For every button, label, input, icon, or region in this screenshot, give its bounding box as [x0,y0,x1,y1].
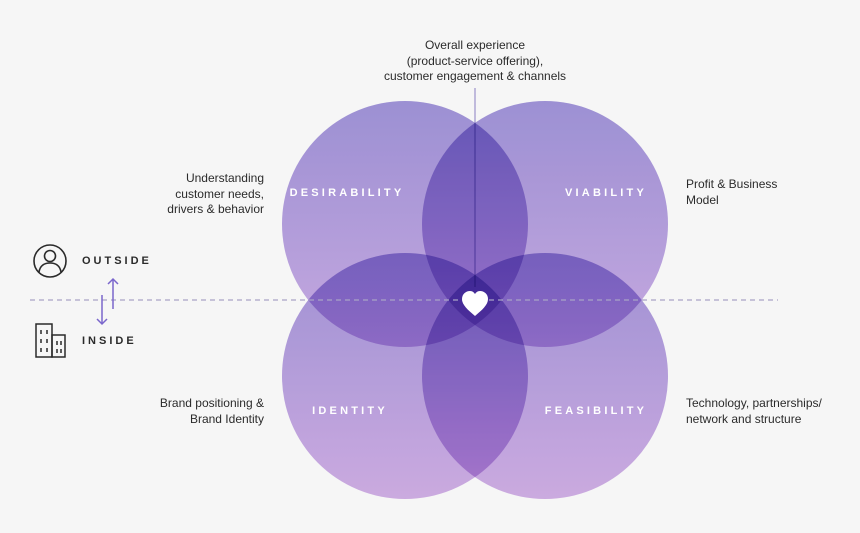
up-down-arrows-icon [96,277,119,326]
identity-label: IDENTITY [312,405,388,417]
caption-overall-experience: Overall experience (product-service offe… [383,38,567,83]
caption-profit-business-model: Profit & Business Model [686,177,778,207]
outside-label: OUTSIDE [82,255,152,267]
inside-label: INSIDE [82,335,137,347]
feasibility-circle [422,253,668,499]
caption-customer-needs: Understanding customer needs, drivers & … [167,171,264,216]
feasibility-label: FEASIBILITY [544,405,648,417]
desirability-label: DESIRABILITY [289,187,405,199]
building-icon [35,323,66,358]
caption-brand-positioning: Brand positioning & Brand Identity [159,396,264,426]
heart-icon [462,291,488,316]
caption-technology-partnerships: Technology, partnerships/ network and st… [686,396,822,426]
viability-label: VIABILITY [565,187,647,199]
person-icon [33,244,67,278]
